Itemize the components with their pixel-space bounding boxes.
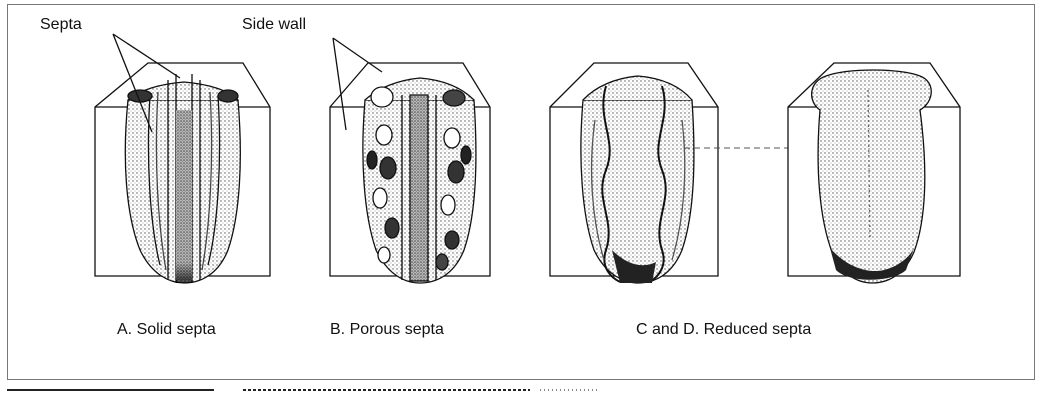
side-wall-label: Side wall: [242, 16, 306, 34]
septa-label: Septa: [40, 16, 82, 34]
caption-cd: C and D. Reduced septa: [636, 321, 811, 339]
panel-b-porous-septa: [330, 63, 490, 283]
caption-b: B. Porous septa: [330, 321, 444, 339]
panel-c-reduced-septa: [550, 63, 718, 283]
caption-a: A. Solid septa: [117, 321, 216, 339]
panel-c-cup: [581, 100, 694, 283]
panel-a-solid-septa: [95, 63, 270, 283]
panel-d-reduced-septa: [788, 63, 960, 283]
